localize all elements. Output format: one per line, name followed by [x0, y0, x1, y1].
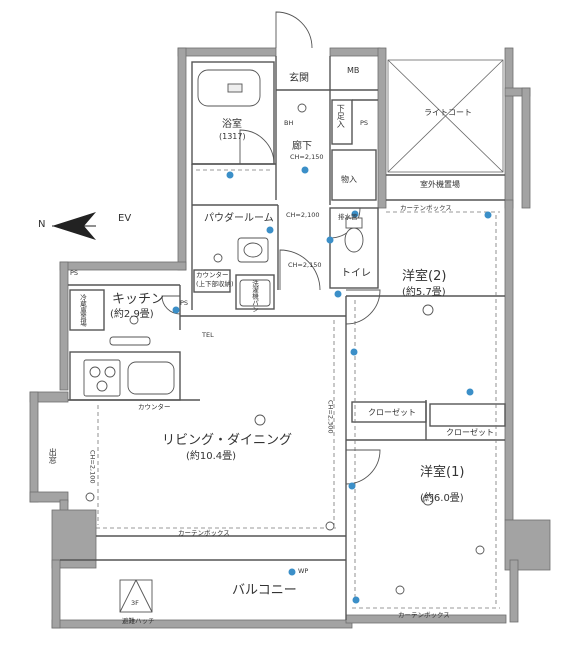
- powder-room-label: パウダールーム: [204, 213, 274, 224]
- ceiling-height-living: CH=2,100: [88, 450, 97, 484]
- ps-label-3: PS: [70, 269, 79, 277]
- ceiling-height-partition: CH=2,300: [326, 400, 335, 434]
- light-court-label: ライトコート: [424, 108, 472, 117]
- outdoor-unit-label: 室外機置場: [420, 180, 460, 189]
- compass-north-label: N: [38, 219, 46, 230]
- bath-control-label: BH: [284, 119, 294, 127]
- fridge-space-label: 冷蔵庫置場: [78, 294, 87, 327]
- fixtures: [83, 69, 364, 613]
- toilet-label: トイレ: [341, 268, 371, 279]
- closet-a-label: クローゼット: [368, 408, 416, 417]
- curtain-box-bottom-label: カーテンボックス: [398, 611, 450, 619]
- bathroom-size-label: (1317): [219, 132, 246, 141]
- evac-hatch-floor-label: 3F: [131, 599, 139, 607]
- counter-top-label: カウンター: [196, 271, 229, 279]
- western1-size-label: (約6.0畳): [420, 493, 464, 504]
- wp-label: WP: [298, 567, 309, 575]
- ceiling-height-toilet: CH=2,150: [288, 261, 322, 269]
- partitions: [60, 56, 506, 620]
- storage-label: 物入: [341, 175, 357, 184]
- living-size-label: (約10.4畳): [186, 451, 237, 462]
- ps-label-2: PS: [180, 299, 189, 307]
- western1-label: 洋室(1): [420, 465, 465, 480]
- electric-symbols: [172, 166, 492, 604]
- kitchen-label: キッチン: [112, 292, 165, 307]
- mb-label: MB: [347, 66, 360, 75]
- shoe-storage-label: 下足入: [336, 104, 346, 128]
- ev-label: EV: [118, 213, 132, 224]
- curtain-box-top-label: カーテンボックス: [400, 204, 452, 212]
- closet-b-label: クローゼット: [446, 428, 494, 437]
- tel-label: TEL: [202, 331, 214, 339]
- entrance-label: 玄関: [289, 73, 309, 84]
- western2-size-label: (約5.7畳): [402, 287, 446, 298]
- walls: [29, 47, 551, 629]
- light-court-cross: [387, 59, 504, 173]
- washer-label: 洗濯機パン: [250, 280, 259, 313]
- compass-arrow: [52, 212, 96, 240]
- doors: [161, 11, 381, 485]
- ps-label-1: PS: [360, 119, 369, 127]
- bathroom-label: 浴室: [222, 119, 242, 130]
- ceiling-height-powder: CH=2,100: [286, 211, 320, 219]
- living-label: リビング・ダイニング: [162, 433, 293, 448]
- ceiling-lights: [85, 103, 485, 595]
- pipe-label: 排水管: [338, 213, 358, 221]
- balcony-label: バルコニー: [232, 583, 297, 598]
- counter-label: カウンター: [138, 403, 171, 411]
- curtain-box-mid-label: カーテンボックス: [178, 529, 230, 537]
- bay-window-label: 出窓: [48, 448, 58, 464]
- western2-label: 洋室(2): [402, 269, 447, 284]
- kitchen-size-label: (約2.9畳): [110, 309, 154, 320]
- ceiling-height-corridor: CH=2,150: [290, 153, 324, 161]
- evac-hatch-label: 避難ハッチ: [122, 617, 155, 625]
- counter-storage-label: (上下部収納): [196, 280, 234, 288]
- corridor-label: 廊下: [292, 141, 312, 152]
